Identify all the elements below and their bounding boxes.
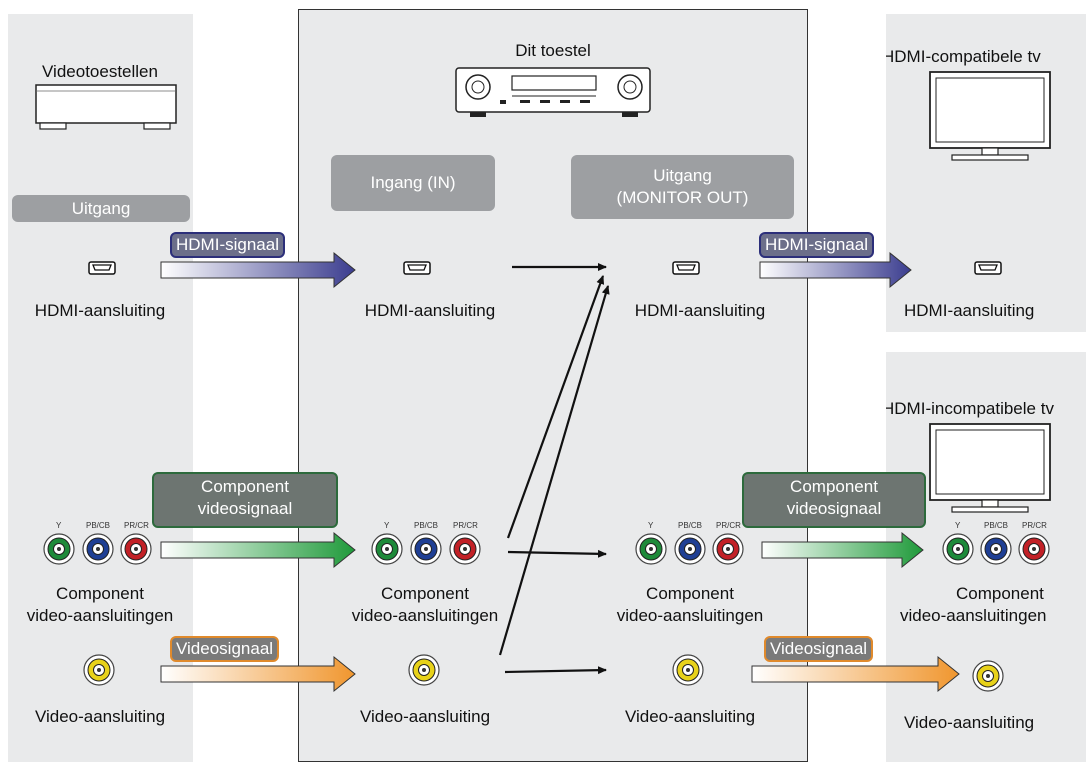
source-title: Videotoestellen <box>42 62 158 81</box>
label-line: (MONITOR OUT) <box>616 188 749 207</box>
hdmi-signal-arrow <box>160 251 356 289</box>
device-in-hdmi-label: HDMI-aansluiting <box>364 301 496 320</box>
label-line: Uitgang <box>653 166 712 185</box>
av-receiver-icon <box>455 67 651 117</box>
component-signal-arrow <box>761 531 924 569</box>
label-line: Component <box>790 477 878 496</box>
label-line: video-aansluitingen <box>900 606 1047 625</box>
hdmi-tv-icon <box>929 71 1051 161</box>
label-line: video-aansluitingen <box>616 606 764 625</box>
hdmi-port-icon <box>672 261 700 275</box>
hdmi-signal-label: HDMI-signaal <box>170 232 285 258</box>
label-line: Component <box>56 584 144 603</box>
jack-label-pb: PB/CB <box>414 521 439 530</box>
device-input-text: Ingang (IN) <box>370 173 456 192</box>
device-input-label: Ingang (IN) <box>331 155 495 211</box>
component-jacks-in <box>371 533 481 565</box>
source-panel <box>8 14 193 762</box>
video-signal-arrow <box>160 655 356 693</box>
device-panel <box>298 9 808 762</box>
source-output-label: Uitgang <box>12 195 190 222</box>
video-signal-arrow <box>751 655 960 693</box>
label-line: Component <box>381 584 469 603</box>
tv-nonhdmi-title: HDMI-incompatibele tv <box>886 399 1054 418</box>
label-line: videosignaal <box>197 499 293 518</box>
jack-label-y: Y <box>648 521 654 530</box>
tv-video-label: Video-aansluiting <box>904 713 1035 732</box>
video-signal-label: Videosignaal <box>170 636 280 662</box>
jack-label-y: Y <box>955 521 961 530</box>
device-in-video-label: Video-aansluiting <box>359 707 491 726</box>
video-jack-icon <box>672 654 704 686</box>
component-jacks-source <box>43 533 152 565</box>
nonhdmi-tv-icon <box>929 423 1051 513</box>
component-signal-label: Component videosignaal <box>152 472 338 528</box>
source-video-label: Video-aansluiting <box>34 707 166 726</box>
jack-label-pr: PR/CR <box>716 521 741 530</box>
jack-label-pb: PB/CB <box>984 521 1009 530</box>
label-line: Component <box>646 584 734 603</box>
component-jacks-out <box>635 533 744 565</box>
tv-hdmi-connector-label: HDMI-aansluiting <box>904 301 1035 320</box>
jack-label-pr: PR/CR <box>453 521 478 530</box>
hdmi-port-icon <box>88 261 116 275</box>
hdmi-port-icon <box>403 261 431 275</box>
label-line: Component <box>956 584 1044 603</box>
label-line: videosignaal <box>786 499 882 518</box>
tv-hdmi-panel <box>886 14 1086 332</box>
hdmi-signal-arrow <box>759 251 912 289</box>
device-output-label: Uitgang (MONITOR OUT) <box>571 155 794 219</box>
video-player-icon <box>35 84 177 130</box>
device-in-component-label: Component video-aansluitingen <box>325 583 525 627</box>
device-out-hdmi-label: HDMI-aansluiting <box>634 301 766 320</box>
source-hdmi-label: HDMI-aansluiting <box>34 301 166 320</box>
tv-hdmi-title: HDMI-compatibele tv <box>886 47 1041 66</box>
jack-label-pb: PB/CB <box>86 521 111 530</box>
video-jack-icon <box>408 654 440 686</box>
component-signal-arrow <box>160 531 356 569</box>
device-out-video-label: Video-aansluiting <box>624 707 756 726</box>
jack-label-pr: PR/CR <box>124 521 149 530</box>
label-line: video-aansluitingen <box>26 606 174 625</box>
label-line: Component <box>201 477 289 496</box>
internal-routing-arrows <box>498 263 610 675</box>
device-title: Dit toestel <box>515 41 591 60</box>
video-jack-icon <box>83 654 115 686</box>
jack-label-pr: PR/CR <box>1022 521 1047 530</box>
jack-label-y: Y <box>56 521 62 530</box>
jack-label-pb: PB/CB <box>678 521 703 530</box>
tv-text-clip: HDMI-compatibele tv HDMI-aansluiting HDM… <box>886 0 1086 765</box>
source-output-text: Uitgang <box>71 198 131 218</box>
device-out-component-label: Component video-aansluitingen <box>590 583 790 627</box>
source-component-label: Component video-aansluitingen <box>0 583 200 627</box>
hdmi-signal-label: HDMI-signaal <box>759 232 874 258</box>
jack-label-y: Y <box>384 521 390 530</box>
tv-component-label: Component video-aansluitingen <box>900 583 1086 627</box>
component-signal-label: Component videosignaal <box>742 472 926 528</box>
label-line: video-aansluitingen <box>351 606 499 625</box>
video-signal-label: Videosignaal <box>764 636 874 662</box>
